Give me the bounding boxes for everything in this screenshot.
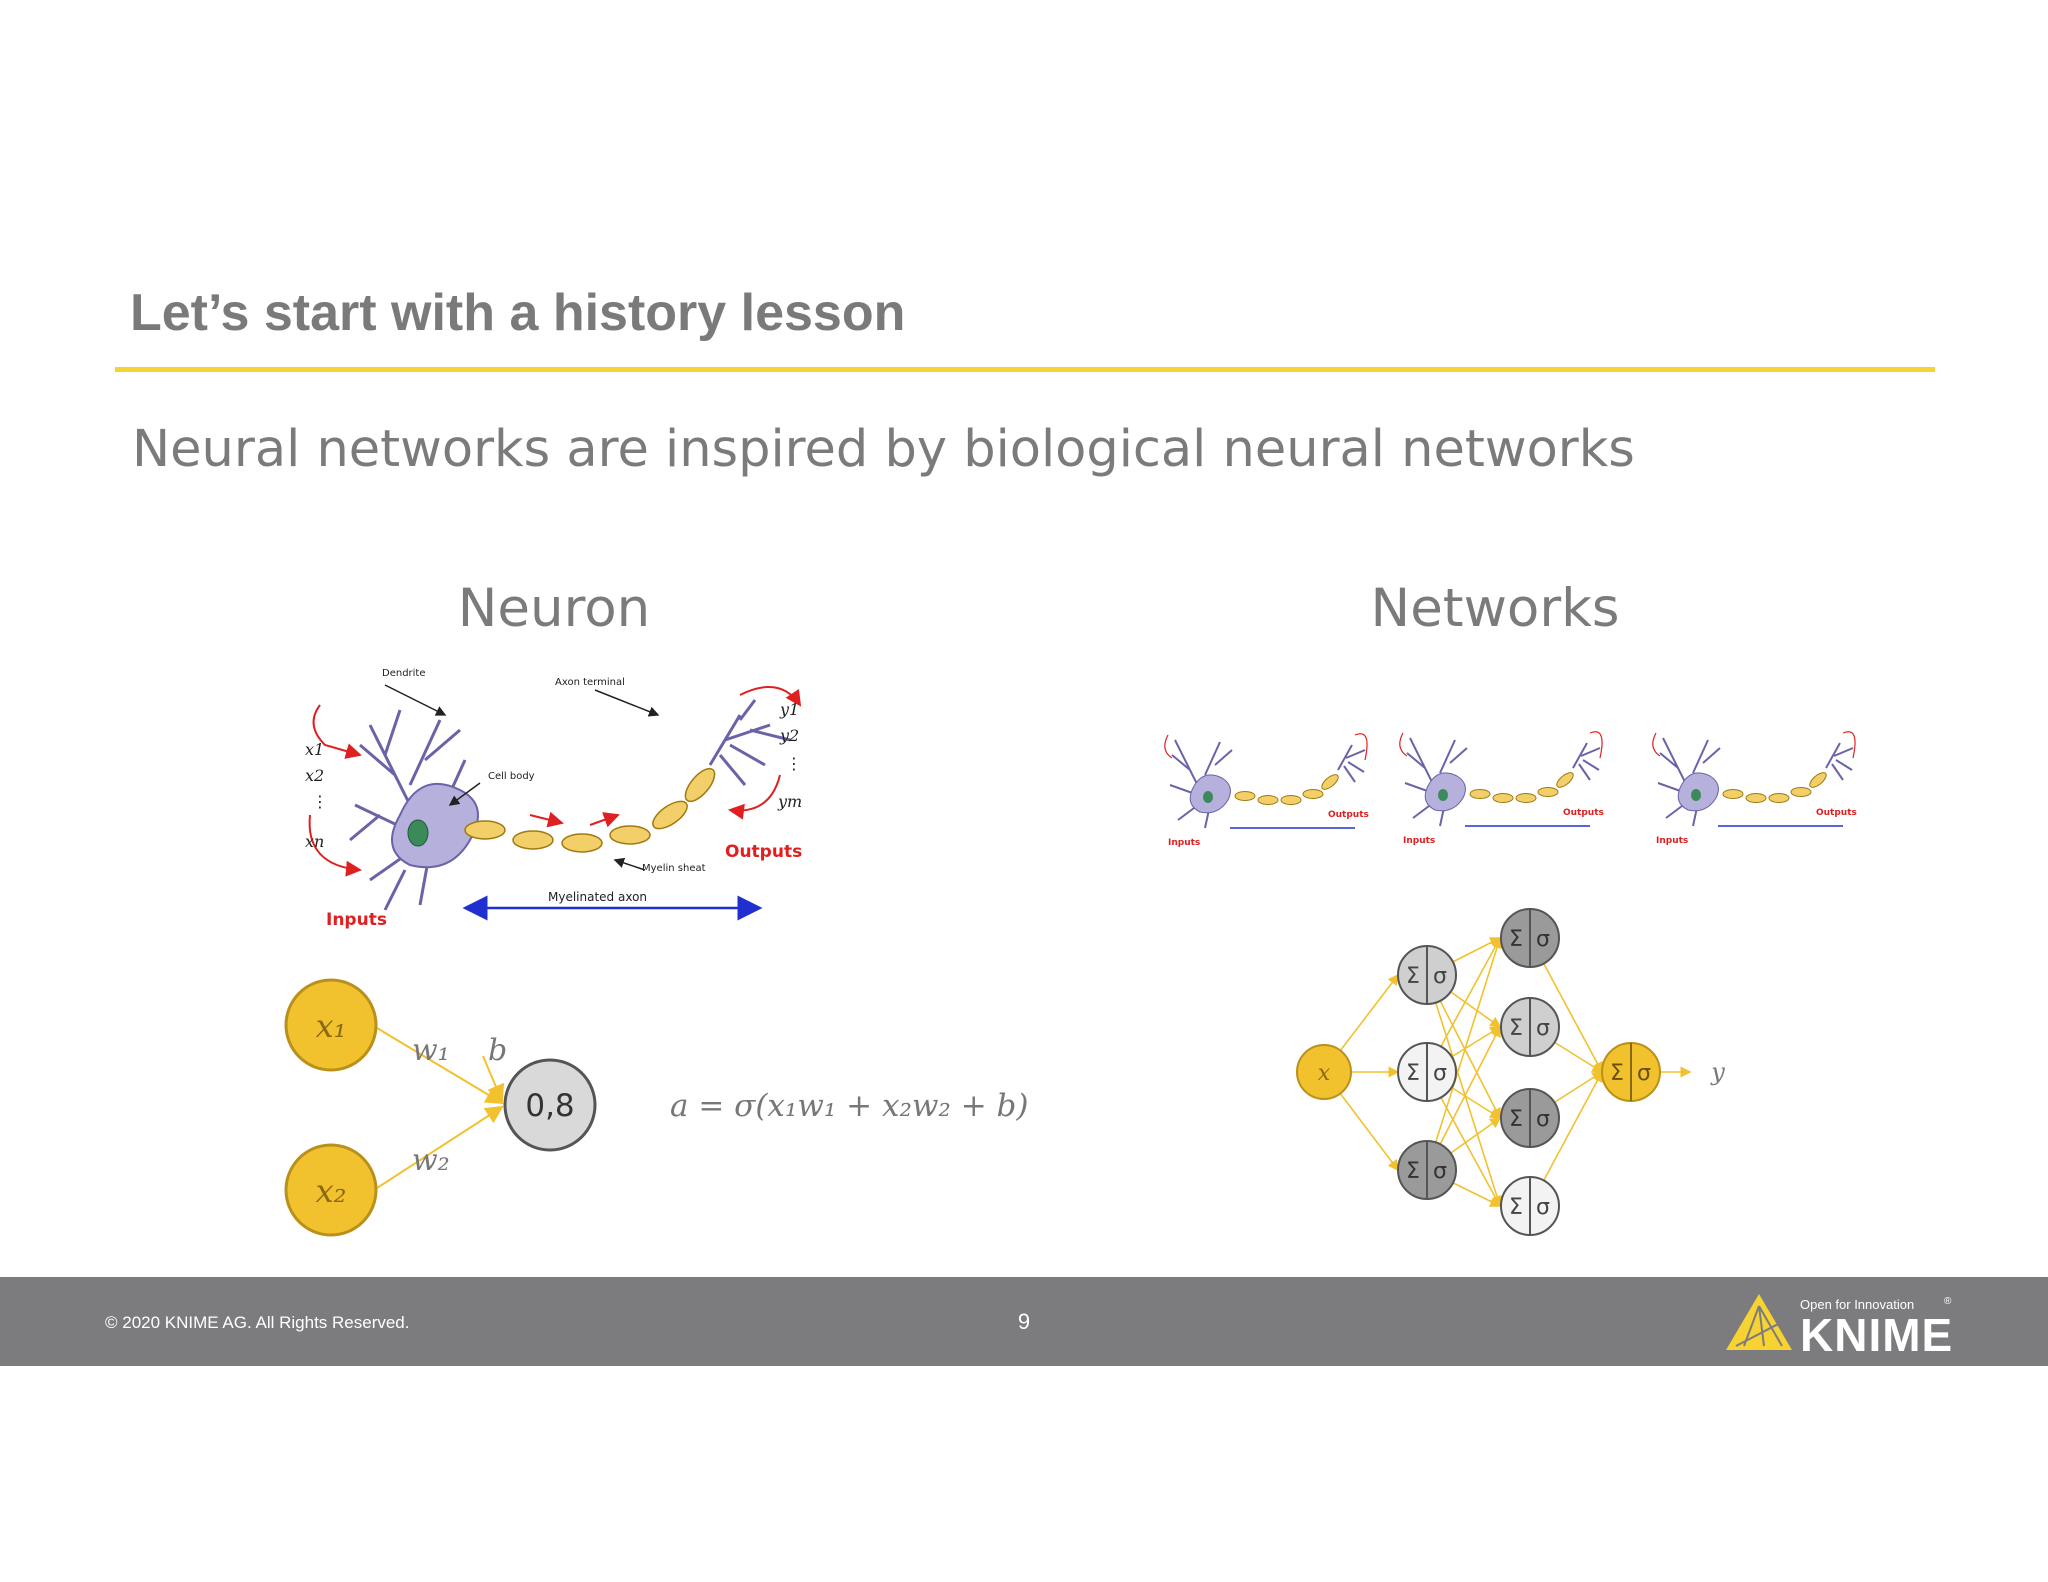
hidden-node: Σ σ [1500,1176,1560,1236]
svg-text:Σ: Σ [1509,1195,1523,1220]
label-xn: xn [305,832,324,851]
myelin-segments [464,767,716,853]
thumb-outputs-label: Outputs [1328,810,1369,820]
label-x1: x1 [305,740,324,759]
input-node-x2 [284,1143,378,1237]
logo-wordmark: KNIME [1800,1309,1954,1361]
neuron-heading: Neuron [457,578,651,639]
output-label-y: y [1710,1058,1725,1086]
signal-arrows [308,686,802,877]
nucleus [407,819,429,847]
edge-w2 [376,1105,504,1189]
svg-text:σ: σ [1637,1061,1651,1086]
bias-label: b [488,1033,507,1068]
hidden-node: Σ σ [1500,1088,1560,1148]
neuron-thumbnail [1651,730,1858,847]
input1-label: x₁ [316,1007,347,1045]
hidden-node: Σ σ [1397,1042,1457,1102]
weight2-label: w₂ [412,1143,450,1178]
svg-text:⋮: ⋮ [312,792,328,811]
label-y2: y2 [779,726,799,745]
networks-heading: Networks [1370,578,1620,639]
hidden-node: Σ σ [1500,997,1560,1057]
svg-text:x: x [1318,1061,1331,1086]
title-underline [115,367,1935,372]
footer-bar [0,1277,2048,1366]
activation-equation: a = σ(x₁w₁ + x₂w₂ + b) [670,1088,1028,1124]
label-cell-body: Cell body [488,771,535,782]
svg-text:σ: σ [1433,1061,1447,1086]
svg-text:Σ: Σ [1509,1016,1523,1041]
svg-text:σ: σ [1536,1195,1550,1220]
output-node: Σ σ [1601,1042,1661,1102]
edge-bias [482,1055,505,1103]
output-node [503,1058,597,1152]
copyright-text: © 2020 KNIME AG. All Rights Reserved. [105,1313,410,1332]
svg-text:σ: σ [1433,964,1447,989]
hidden-node: Σ σ [1397,1140,1457,1200]
svg-text:σ: σ [1536,1107,1550,1132]
slide-title: Let’s start with a history lesson [130,284,906,342]
label-outputs: Outputs [725,842,802,862]
artificial-neuron-model: x₁ x₂ 0,8 w₁ w₂ b a = σ(x₁w₁ + x₂w₂ + b) [284,978,1028,1237]
svg-text:Σ: Σ [1406,1159,1420,1184]
svg-text:Σ: Σ [1610,1061,1624,1086]
neuron-thumbnail: Inputs Outputs [1164,733,1369,848]
thumb-inputs-label: Inputs [1168,838,1200,848]
input2-label: x₂ [316,1172,347,1210]
hidden-node: Σ σ [1500,908,1560,968]
input-node-x1 [284,978,378,1072]
slide-subtitle: Neural networks are inspired by biologic… [132,420,1635,479]
label-myelin-sheat: Myelin sheat [642,863,706,874]
label-ym: ym [777,792,802,811]
logo-registered: ® [1944,1296,1952,1307]
biological-neuron-diagram: Dendrite Axon terminal Cell body Myelin … [305,668,802,930]
svg-text:σ: σ [1536,1016,1550,1041]
label-axon-terminal: Axon terminal [555,677,625,688]
weight1-label: w₁ [412,1033,450,1068]
axon-terminal-branches [708,699,791,786]
multilayer-network-graph: x Σ σ Σ σ Σ σ Σ σ Σ σ Σ σ Σ σ [1296,908,1725,1236]
svg-text:σ: σ [1536,927,1550,952]
svg-text:Σ: Σ [1509,1107,1523,1132]
neuron-network-thumbnails: Inputs Outputs [1164,730,1858,848]
output-value: 0,8 [525,1088,574,1124]
label-dendrite: Dendrite [382,668,426,679]
neuron-thumbnail [1398,730,1605,847]
svg-text:σ: σ [1433,1159,1447,1184]
svg-text:Σ: Σ [1406,964,1420,989]
page-number: 9 [1017,1309,1031,1334]
input-node-x: x [1296,1044,1352,1100]
label-x2: x2 [305,766,324,785]
knime-triangle-icon [1726,1294,1792,1350]
svg-text:Σ: Σ [1406,1061,1420,1086]
label-myelinated-axon: Myelinated axon [548,890,647,904]
label-y1: y1 [779,700,799,719]
label-inputs: Inputs [326,910,387,930]
svg-text:⋮: ⋮ [786,754,802,773]
hidden-node: Σ σ [1397,945,1457,1005]
logo-tagline: Open for Innovation [1800,1297,1915,1312]
svg-text:Σ: Σ [1509,927,1523,952]
edge-w1 [376,1027,504,1105]
dendrites [349,709,467,911]
